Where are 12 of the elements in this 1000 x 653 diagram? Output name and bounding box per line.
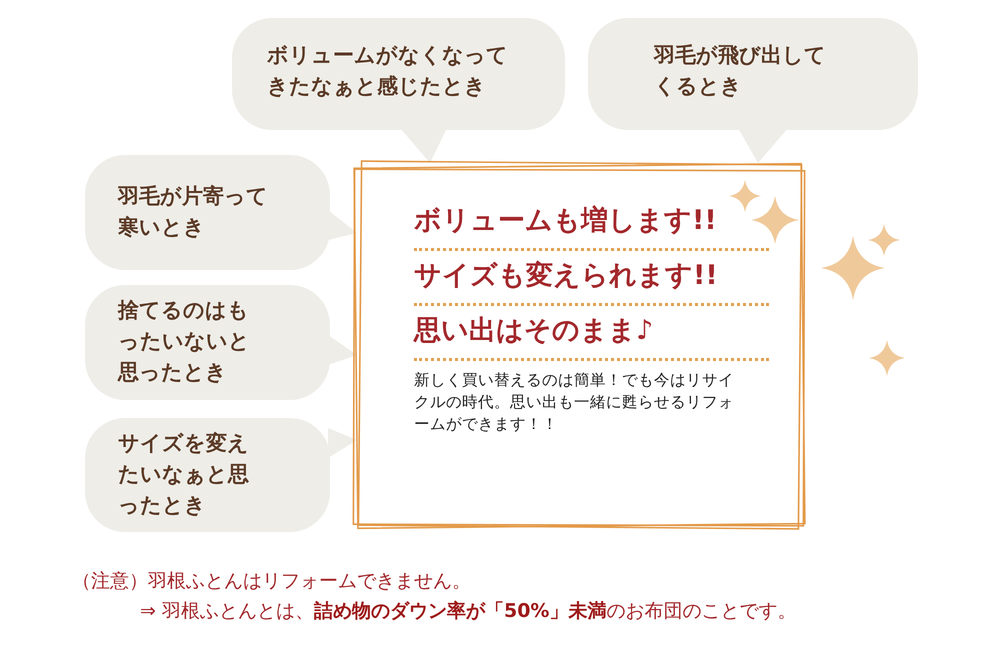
note-text: （注意）羽根ふとんはリフォームできません。 [72,569,471,594]
bubble-text: 捨てるのはもったいないと思ったとき [118,297,251,386]
headline: ボリュームも増します!! [414,204,718,238]
bubble-text: 羽毛が片寄って寒いとき [118,183,269,241]
bubble-text: ボリュームがなくなってきたなぁと感じたとき [267,42,509,100]
framed-panel [352,160,807,532]
bubble-text: サイズを変えたいなぁと思ったとき [118,430,250,519]
bubble-text: 羽毛が飛び出してくるとき [654,42,827,100]
note-text: ⇒ 羽根ふとんとは、詰め物のダウン率が「50%」未満のお布団のことです。 [140,599,796,624]
headline: 思い出はそのまま♪ [414,314,654,348]
body-text: 新しく買い替えるのは簡単！でも今はリサイクルの時代。思い出も一緒に甦らせるリフォームができます！！ [414,370,735,435]
headline: サイズも変えられます!! [414,259,719,293]
